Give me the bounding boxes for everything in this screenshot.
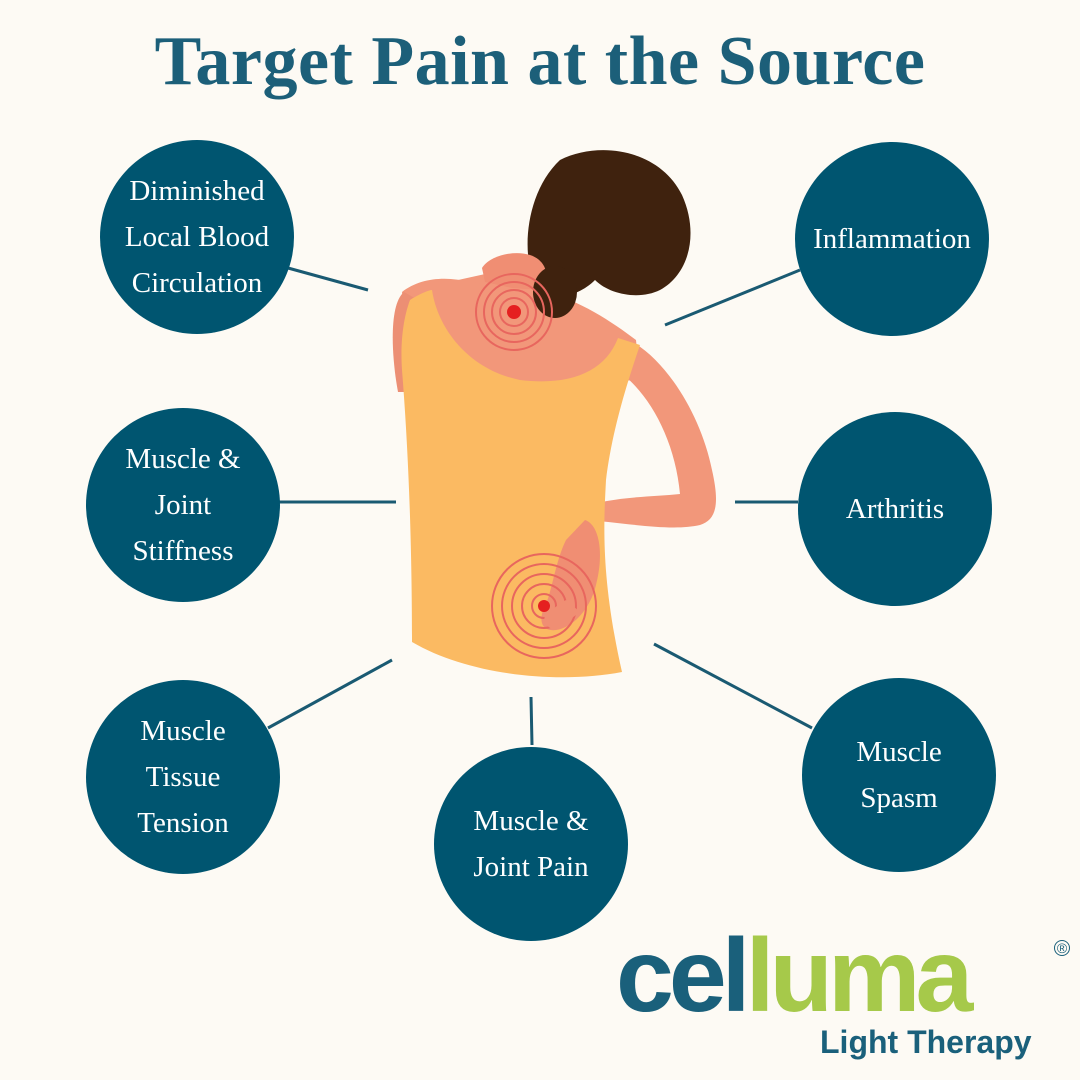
- condition-arthritis: Arthritis: [798, 412, 992, 606]
- condition-label-line: Stiffness: [132, 535, 234, 567]
- celluma-logo: celluma ® Light Therapy: [616, 924, 1076, 1072]
- logo-subtitle: Light Therapy: [820, 1024, 1032, 1060]
- condition-label-line: Local Blood: [124, 221, 270, 253]
- condition-label-line: Tension: [137, 807, 229, 839]
- condition-label-line: Muscle &: [473, 805, 589, 837]
- condition-pain: Muscle & Joint Pain: [434, 747, 628, 941]
- connector-circulation: [287, 266, 369, 292]
- logo-part-luma: luma: [745, 918, 974, 1034]
- hair: [527, 150, 691, 297]
- right-arm: [536, 336, 716, 625]
- lower-back-fingers: [544, 600, 580, 630]
- connector-spasm: [653, 642, 813, 730]
- connector-pain: [529, 696, 534, 746]
- condition-label-line: Muscle: [140, 715, 226, 747]
- condition-label-line: Spasm: [860, 782, 938, 814]
- condition-label-line: Circulation: [131, 267, 263, 299]
- hair-bun: [533, 266, 577, 318]
- condition-inflammation: Inflammation: [795, 142, 989, 336]
- connector-tension: [267, 658, 393, 730]
- condition-label-line: Arthritis: [845, 493, 945, 525]
- connector-inflammation: [664, 268, 801, 327]
- condition-label-line: Inflammation: [813, 223, 971, 255]
- connector-lines: [267, 266, 813, 746]
- condition-label-line: Joint: [154, 489, 212, 521]
- condition-label-line: Diminished: [129, 175, 265, 207]
- page-title: Target Pain at the Source: [154, 23, 926, 100]
- logo-part-cel: cel: [616, 918, 751, 1034]
- condition-label-line: Muscle &: [125, 443, 241, 475]
- registered-mark: ®: [1054, 940, 1070, 956]
- neck-pain-target: [475, 273, 553, 351]
- condition-label-line: Muscle: [856, 736, 942, 768]
- neck-hand: [482, 253, 547, 290]
- condition-label-line: Joint Pain: [473, 851, 589, 883]
- condition-label-line: Tissue: [145, 761, 221, 793]
